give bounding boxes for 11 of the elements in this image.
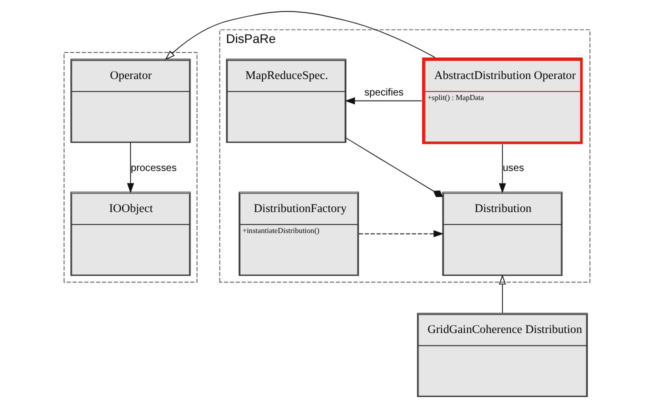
arrow <box>498 144 506 194</box>
edge-label: processes <box>130 162 177 174</box>
arrow <box>127 142 134 194</box>
cluster <box>64 52 198 283</box>
arrow <box>358 230 444 238</box>
edge-label: specifies <box>364 87 404 98</box>
connector <box>346 138 443 198</box>
arrow <box>164 11 436 60</box>
arrow <box>498 274 506 314</box>
arrow <box>344 97 422 104</box>
edge-label: uses <box>502 162 524 174</box>
